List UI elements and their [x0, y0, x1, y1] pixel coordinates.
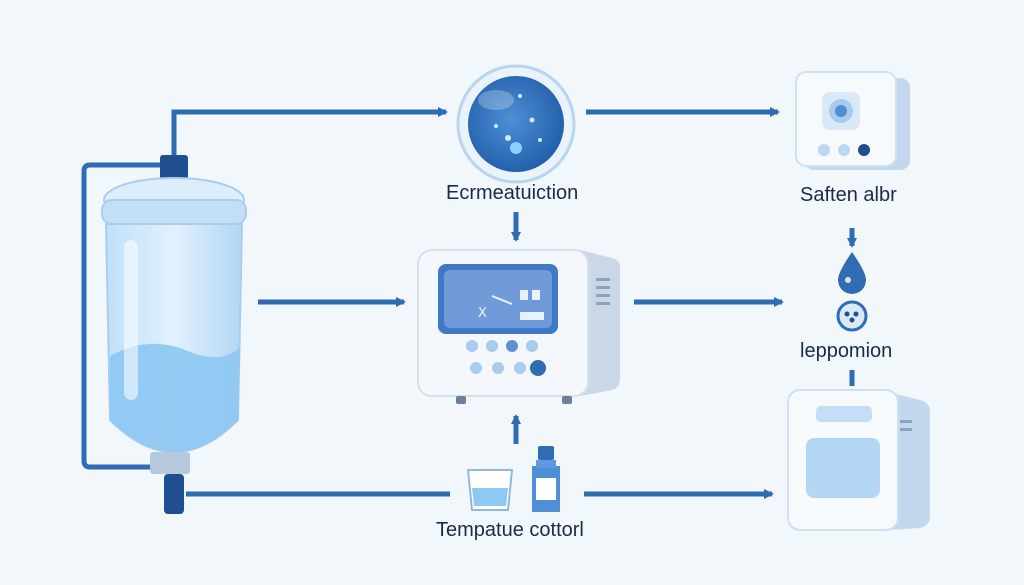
- machine-screen-symbol: X: [478, 306, 487, 321]
- arrow-tank-to-fermentation: [171, 107, 448, 155]
- fermentation-label: Ecrmeatuiction: [446, 182, 579, 204]
- softener-unit-icon: [795, 71, 910, 170]
- control-machine-icon: [417, 249, 620, 404]
- reagent-bottle-icon: [532, 446, 560, 512]
- water-drop-icon: [838, 252, 866, 294]
- measuring-cup-icon: [466, 469, 514, 511]
- temperature-control-label: Tempatue cottorl: [436, 519, 584, 541]
- leppomion-label: leppomion: [800, 340, 893, 362]
- sensor-dial-icon: [836, 300, 868, 332]
- flow-arrows: [171, 107, 857, 499]
- petri-dish-icon: [456, 64, 576, 184]
- softener-label: Saften albr: [800, 184, 897, 206]
- storage-cabinet-icon: [787, 389, 930, 531]
- water-tank-icon: [81, 155, 247, 514]
